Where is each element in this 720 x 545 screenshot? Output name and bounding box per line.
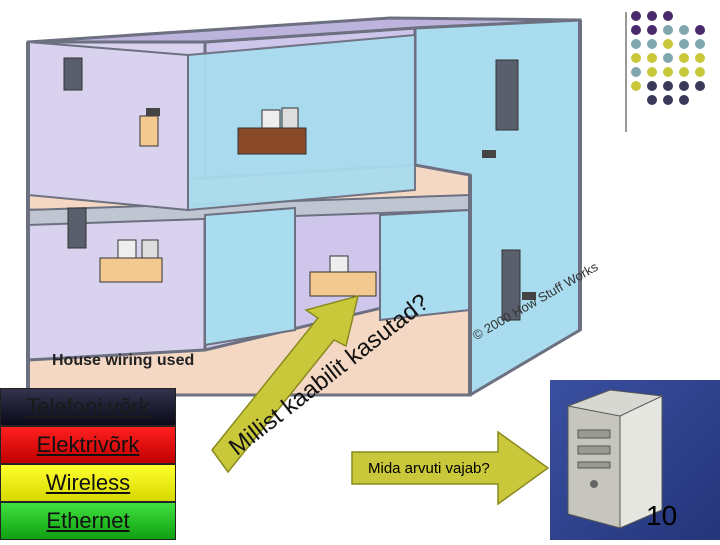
arrow-label: Mida arvuti vajab? <box>368 460 490 477</box>
legend-telephone-network[interactable]: Telefoni võrk <box>0 388 176 426</box>
legend-electric-network[interactable]: Elektrivõrk <box>0 426 176 464</box>
legend-ethernet[interactable]: Ethernet <box>0 502 176 540</box>
house-structure <box>26 16 582 397</box>
corner-dots-decoration <box>625 11 705 132</box>
telephone-icons <box>146 108 536 300</box>
computer-panel <box>550 380 720 540</box>
rotated-arrow-shape <box>211 294 360 474</box>
office-furniture <box>99 107 377 297</box>
slide-number: 10 <box>646 500 678 531</box>
legend-wireless[interactable]: Wireless <box>0 464 176 502</box>
house-wiring-caption: House wiring used <box>52 352 195 369</box>
right-arrow-shape <box>351 430 550 506</box>
computer-tower-icon <box>567 389 663 529</box>
